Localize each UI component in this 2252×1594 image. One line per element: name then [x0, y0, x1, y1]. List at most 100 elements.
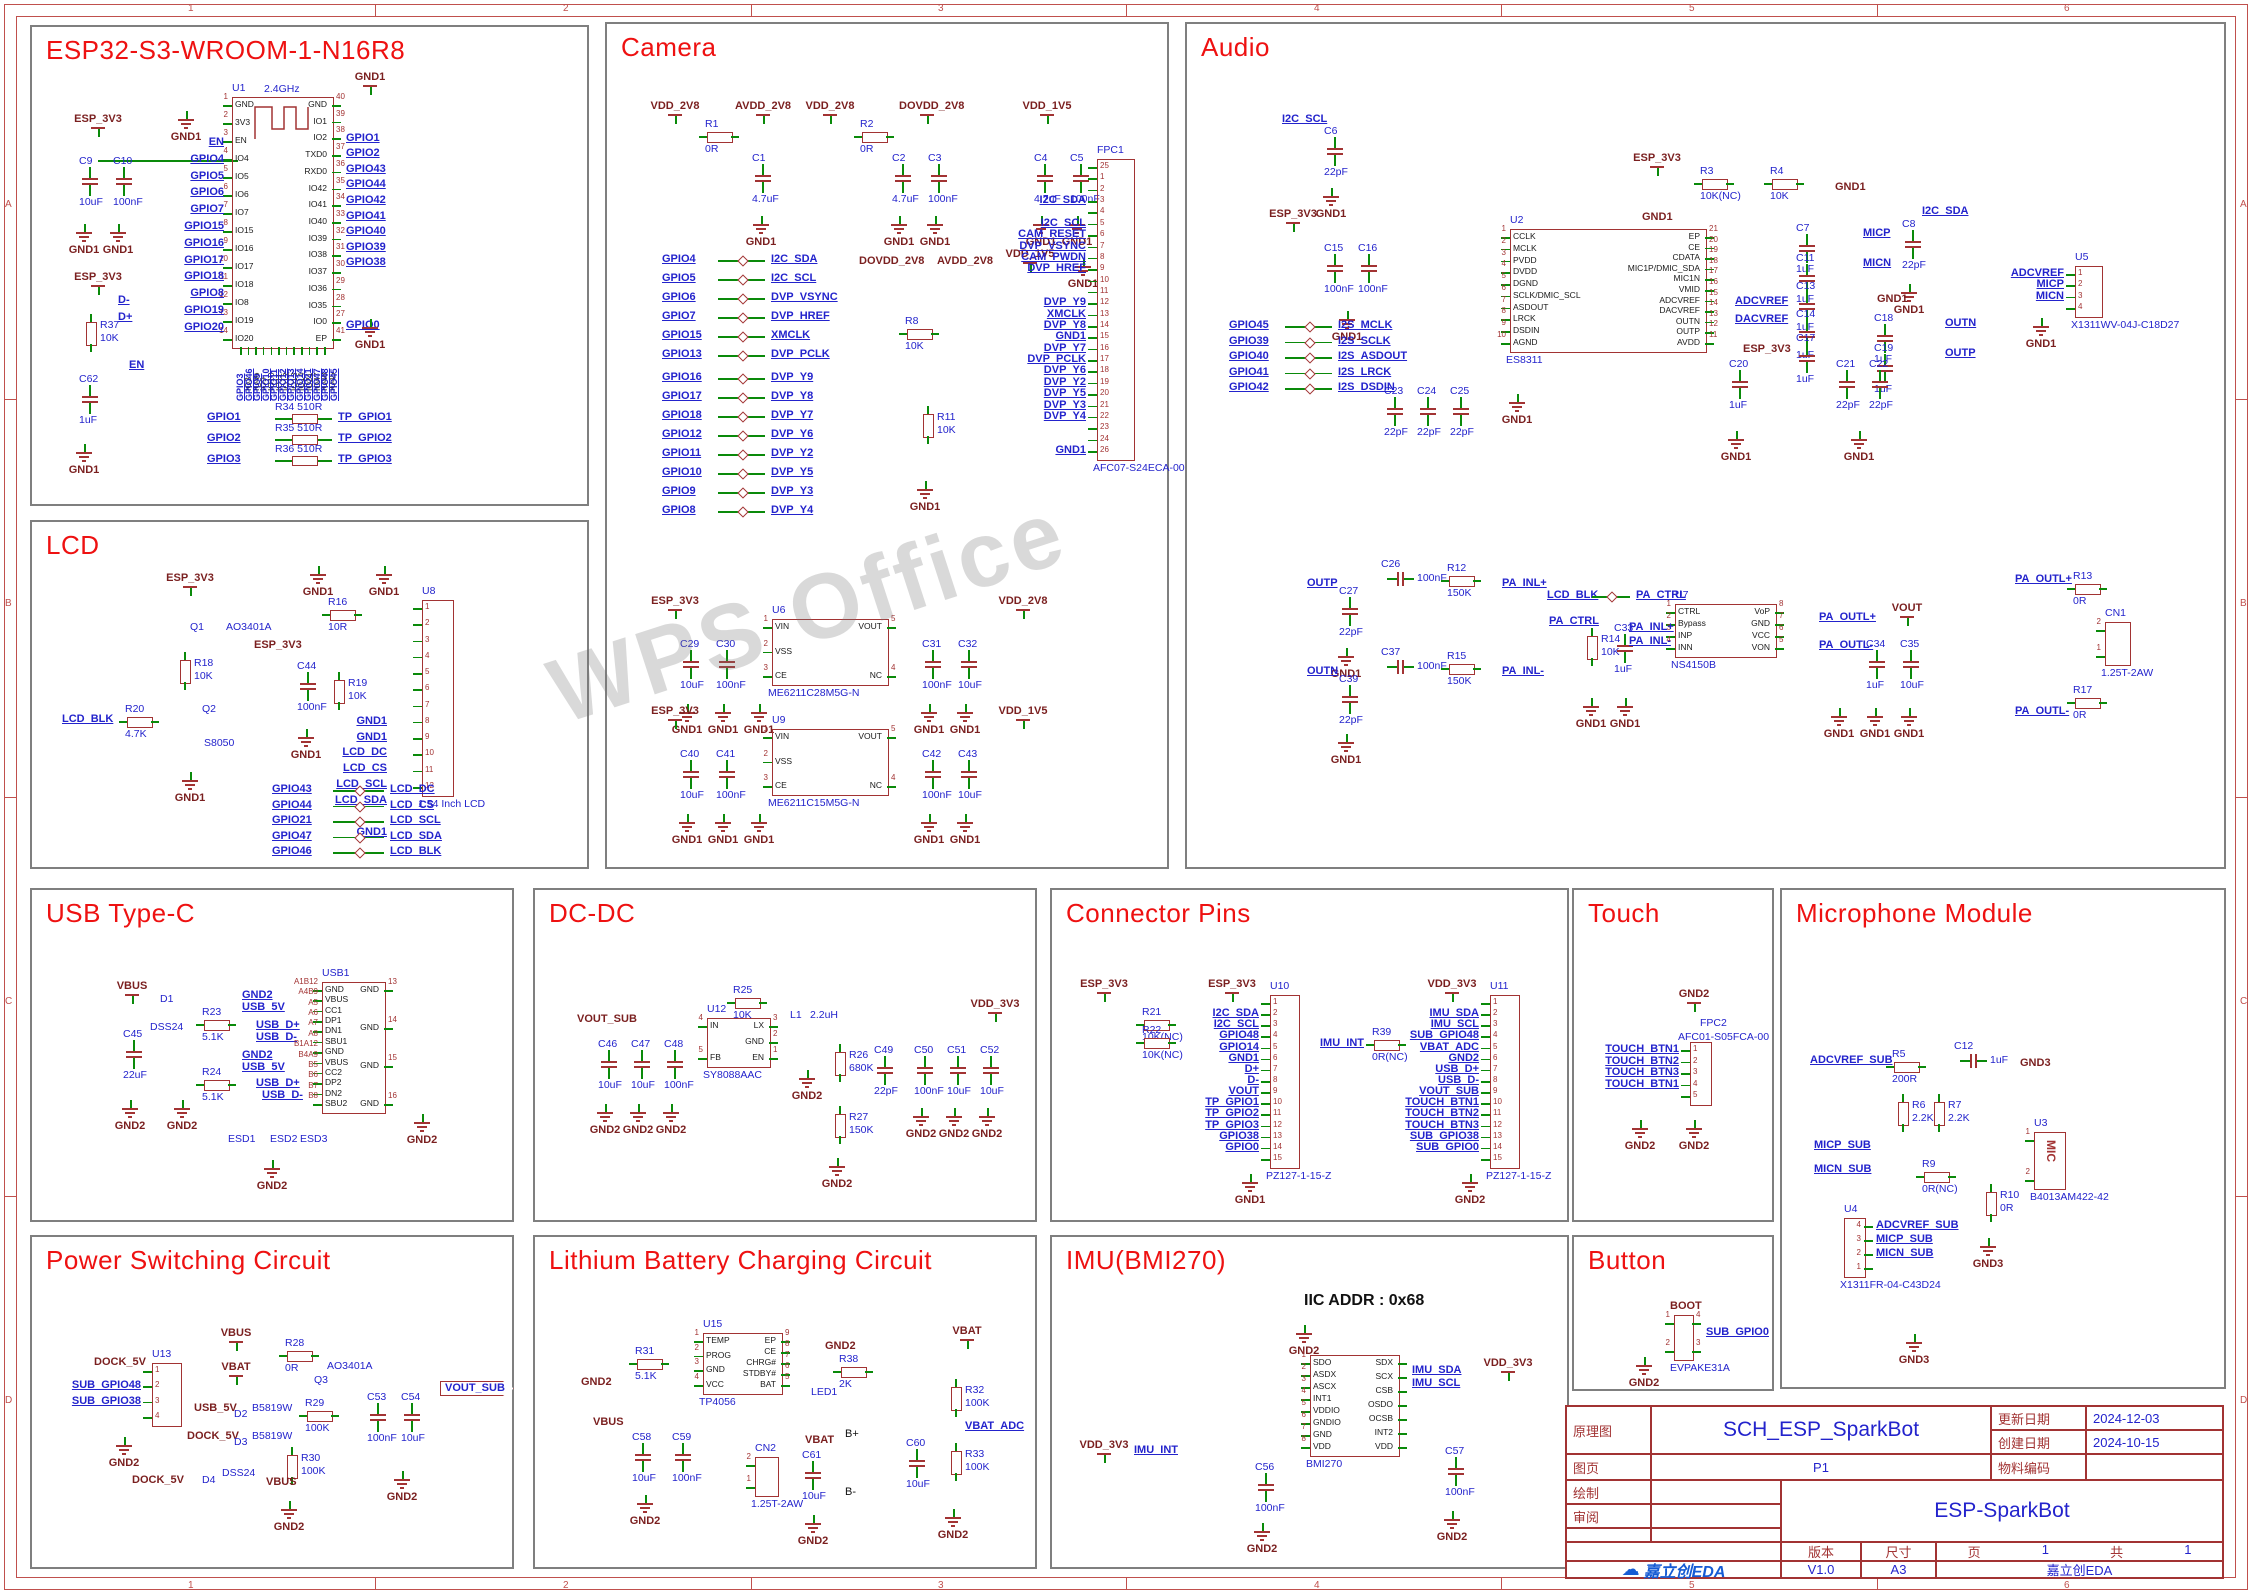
wire — [1261, 1036, 1270, 1038]
power-net-label: DOCK_5V — [187, 1430, 239, 1442]
ground-symbol — [682, 716, 692, 718]
pin-net-label: I2C_SCL — [1213, 1018, 1259, 1031]
wire — [301, 347, 303, 355]
pin-number: 3 — [155, 1395, 160, 1405]
pin-name: GND — [1313, 1429, 1332, 1439]
capacitor-value: 22pF — [1324, 166, 1348, 178]
ground-net-label: GND1 — [1843, 451, 1875, 463]
pin-number: 7 — [1100, 240, 1105, 250]
wire — [332, 138, 341, 140]
ground-symbol — [597, 1112, 613, 1114]
wire — [331, 1415, 339, 1417]
net-label: USB_D- — [256, 1031, 297, 1043]
resistor-ref: R25 — [733, 984, 753, 996]
pin-number: 7 — [1779, 611, 1784, 620]
ground-symbol — [916, 1120, 926, 1122]
pin-number: 15 — [1273, 1153, 1282, 1162]
jlceda-logo: ☁ 嘉立创EDA — [1566, 1559, 1781, 1581]
section-title: USB Type-C — [46, 898, 196, 928]
wire — [196, 1024, 204, 1026]
wire — [1441, 580, 1449, 582]
pin-number: 3 — [1301, 1374, 1306, 1383]
wire — [332, 305, 341, 308]
pin-number: 10 — [1100, 274, 1109, 284]
wire — [332, 188, 341, 191]
ic-symbol — [1270, 995, 1300, 1169]
wire — [1023, 611, 1025, 619]
ground-symbol — [287, 1517, 291, 1519]
ruler-col-label: 1 — [188, 3, 194, 14]
wire — [1088, 167, 1097, 169]
pin-number: 35 — [336, 175, 345, 185]
wire — [1657, 168, 1659, 176]
component-ref: U8 — [422, 585, 436, 597]
pin-name: GND — [745, 1036, 764, 1046]
pin-name: IO19 — [235, 315, 254, 325]
pin-number: A8 — [308, 1028, 318, 1038]
resistor-symbol — [835, 1114, 846, 1138]
pin-number: 5 — [1501, 271, 1506, 281]
ground-symbol — [1689, 1132, 1699, 1134]
capacitor-symbol — [755, 175, 771, 177]
pin-number: 3 — [2078, 290, 2083, 300]
wire — [1265, 1473, 1267, 1484]
wire — [1481, 1081, 1490, 1083]
net-label: TP_GPIO1 — [338, 411, 392, 423]
resistor-value: 5.1K — [635, 1370, 657, 1382]
ground-symbol — [1617, 706, 1633, 708]
pin-number: 3 — [1100, 195, 1105, 205]
pin-name: DGND — [1513, 278, 1539, 289]
net-label: MICN_SUB — [1814, 1163, 1872, 1175]
capacitor-symbol — [1732, 381, 1748, 383]
pin-number: 4 — [2078, 302, 2083, 311]
wire — [307, 672, 309, 683]
ground-net-label: GND1 — [1025, 236, 1057, 248]
resistor-symbol — [907, 329, 933, 340]
wire — [887, 627, 896, 629]
pin-name: GND — [325, 984, 344, 994]
resistor-symbol — [951, 1451, 962, 1475]
ground-symbol — [1444, 1519, 1460, 1521]
pin-number: 15 — [1100, 331, 1109, 341]
ground-symbol — [751, 712, 767, 714]
capacitor-value: 10uF — [1900, 679, 1924, 691]
net-label: GPIO9 — [662, 485, 696, 497]
wire — [839, 1074, 841, 1082]
wire — [1909, 284, 1911, 292]
pin-name: DP2 — [325, 1077, 342, 1088]
ground-symbol — [1912, 1350, 1916, 1352]
capacitor-symbol — [1342, 701, 1358, 703]
wire — [338, 672, 340, 680]
capacitor-value: 100nF — [914, 1085, 944, 1097]
wire — [1806, 282, 1808, 293]
net-label: PA_CTRL — [1636, 589, 1686, 601]
pin-name: IO1 — [313, 115, 327, 126]
capacitor-symbol — [755, 180, 771, 182]
capacitor-symbol — [1617, 645, 1633, 647]
ground-symbol — [1341, 746, 1351, 748]
wire — [84, 224, 86, 232]
ground-net-label: GND1 — [354, 339, 386, 351]
wire — [781, 1352, 790, 1354]
pin-name: VDD — [1313, 1441, 1331, 1451]
ground-net-label: GND1 — [1315, 208, 1347, 220]
pin-number: 2 — [763, 748, 768, 758]
resistor-ref: R11 — [937, 411, 956, 423]
ruler-tick — [1126, 1578, 1127, 1590]
wire — [1481, 1014, 1490, 1016]
wire — [313, 1083, 322, 1085]
net-label: GPIO12 — [662, 428, 702, 440]
ground-net-label: GND2 — [821, 1178, 853, 1190]
pin-number: 2 — [2096, 617, 2101, 626]
wire — [272, 1160, 274, 1168]
component-ref: U15 — [703, 1318, 723, 1330]
wire — [1293, 224, 1295, 232]
wire — [916, 1467, 918, 1478]
ground-symbol — [1583, 706, 1599, 708]
capacitor-symbol — [1799, 336, 1815, 338]
resistor-symbol — [334, 680, 345, 704]
capacitor-symbol — [1903, 661, 1919, 663]
capacitor-symbol — [1397, 572, 1399, 586]
wire — [1349, 615, 1351, 626]
